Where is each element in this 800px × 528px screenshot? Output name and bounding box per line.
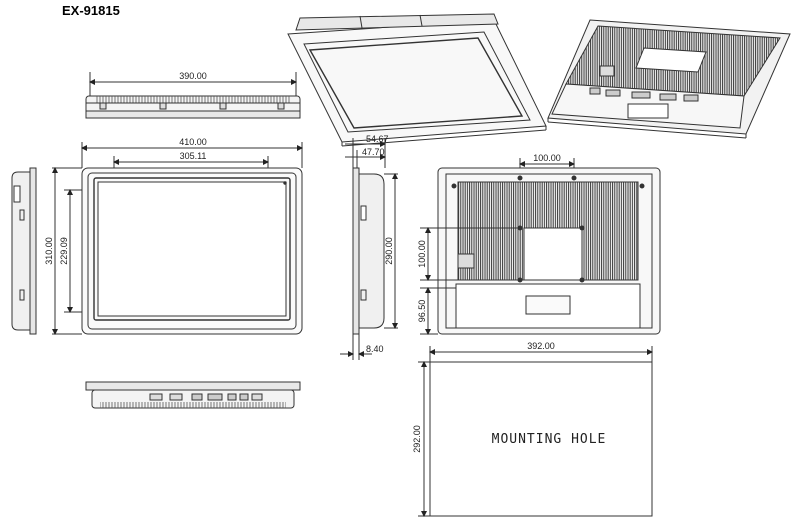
left-side-view [11, 167, 37, 335]
side-depth-total-label: 54.67 [366, 134, 389, 144]
right-side-view [340, 138, 398, 360]
cutout-width-label: 392.00 [527, 341, 555, 351]
front-view [52, 142, 303, 335]
front-outer-width-label: 410.00 [179, 137, 207, 147]
front-inner-height-label: 229.09 [59, 237, 69, 265]
side-depth-inner-label: 47.70 [362, 147, 385, 157]
side-height-label: 290.00 [384, 237, 394, 265]
mounting-hole-cutout [418, 346, 653, 517]
drawing-title: EX-91815 [62, 3, 120, 18]
top-view [85, 72, 301, 119]
front-inner-width-label: 305.11 [180, 151, 207, 161]
front-outer-height-label: 310.00 [44, 237, 54, 265]
rear-lower-offset-label: 96.50 [417, 300, 427, 323]
bottom-view [85, 381, 301, 409]
perspective-rear-view [547, 19, 791, 139]
mounting-hole-label: MOUNTING HOLE [492, 432, 607, 447]
cutout-height-label: 292.00 [412, 425, 422, 453]
rear-vesa-height-label: 100.00 [417, 240, 427, 268]
rear-mount-spacing-label: 100.00 [533, 153, 561, 163]
side-bezel-label: 8.40 [366, 344, 384, 354]
top-width-label: 390.00 [179, 71, 207, 81]
rear-view [420, 158, 661, 335]
perspective-front-view [287, 13, 547, 147]
